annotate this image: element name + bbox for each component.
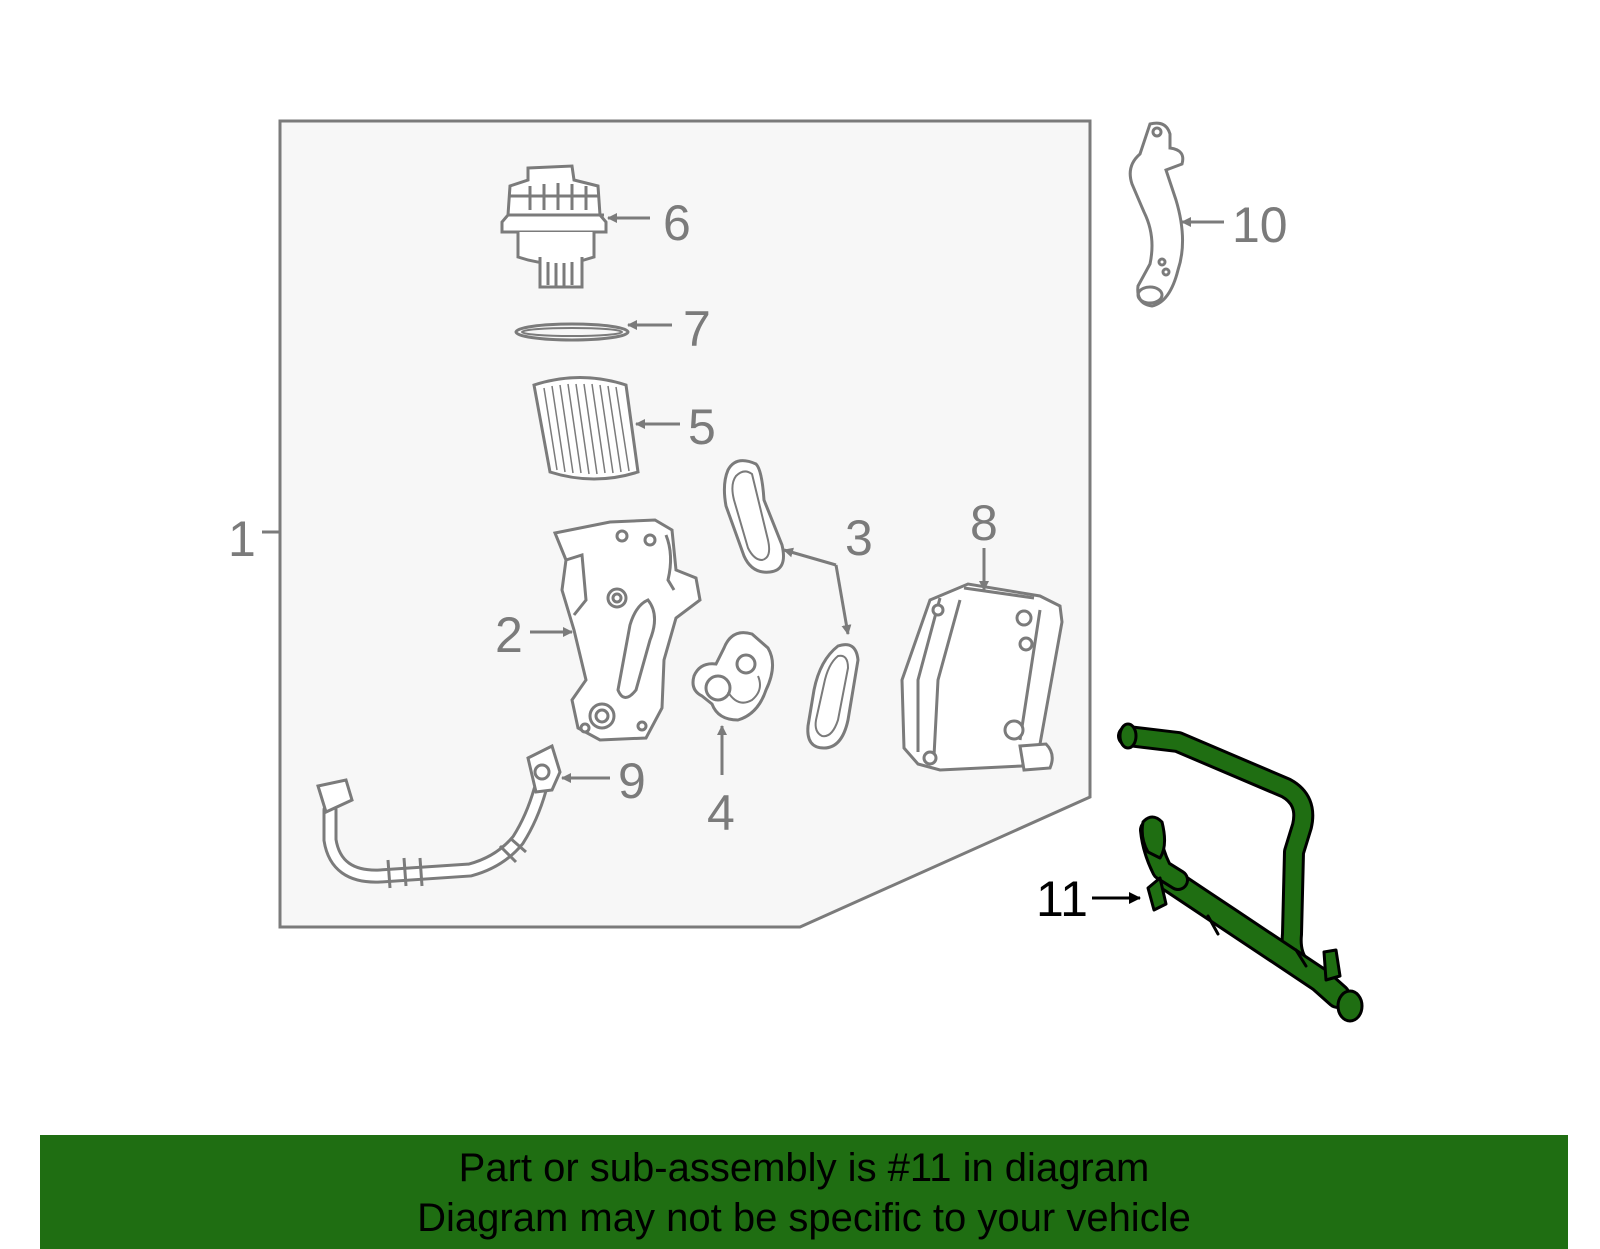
part-10-bracket-pipe[interactable]: [1128, 121, 1185, 308]
banner-line-1: Part or sub-assembly is #11 in diagram: [458, 1146, 1150, 1190]
callout-1[interactable]: 1: [228, 511, 280, 567]
part-7-o-ring[interactable]: [514, 322, 630, 342]
part-6-filter-cap[interactable]: [500, 164, 608, 289]
part-2-filter-housing[interactable]: [552, 518, 702, 742]
callout-11-label: 11: [1036, 871, 1088, 927]
callout-6[interactable]: 6: [607, 195, 691, 251]
callout-7-label: 7: [683, 301, 711, 357]
part-4-seal[interactable]: [691, 631, 774, 722]
banner-line-2: Diagram may not be specific to your vehi…: [417, 1196, 1191, 1240]
callout-10-label: 10: [1232, 197, 1288, 253]
callout-11[interactable]: 11: [1036, 871, 1141, 927]
info-banner: Part or sub-assembly is #11 in diagram D…: [40, 1135, 1568, 1249]
callout-3-label: 3: [845, 510, 873, 566]
callout-7[interactable]: 7: [627, 301, 711, 357]
callout-10[interactable]: 10: [1181, 197, 1288, 253]
callout-1-label: 1: [228, 511, 256, 567]
callout-8-label: 8: [970, 495, 998, 551]
part-8-oil-cooler[interactable]: [900, 582, 1064, 772]
part-9-oil-line[interactable]: [316, 743, 562, 889]
callout-2-label: 2: [495, 607, 523, 663]
callout-2[interactable]: 2: [495, 607, 573, 663]
callout-6-label: 6: [663, 195, 691, 251]
part-11-coolant-pipe[interactable]: [1117, 722, 1364, 1023]
callout-9-label: 9: [618, 753, 646, 809]
assembly-box: [278, 119, 1092, 929]
part-5-filter-element[interactable]: [532, 376, 640, 481]
callout-4-label: 4: [707, 785, 735, 841]
callout-4[interactable]: 4: [707, 725, 735, 841]
part-3-gaskets[interactable]: [722, 459, 860, 750]
callout-9[interactable]: 9: [561, 753, 646, 809]
callout-8[interactable]: 8: [970, 495, 998, 591]
callout-3[interactable]: 3: [783, 510, 873, 635]
callout-5[interactable]: 5: [635, 399, 716, 455]
callout-5-label: 5: [688, 399, 716, 455]
